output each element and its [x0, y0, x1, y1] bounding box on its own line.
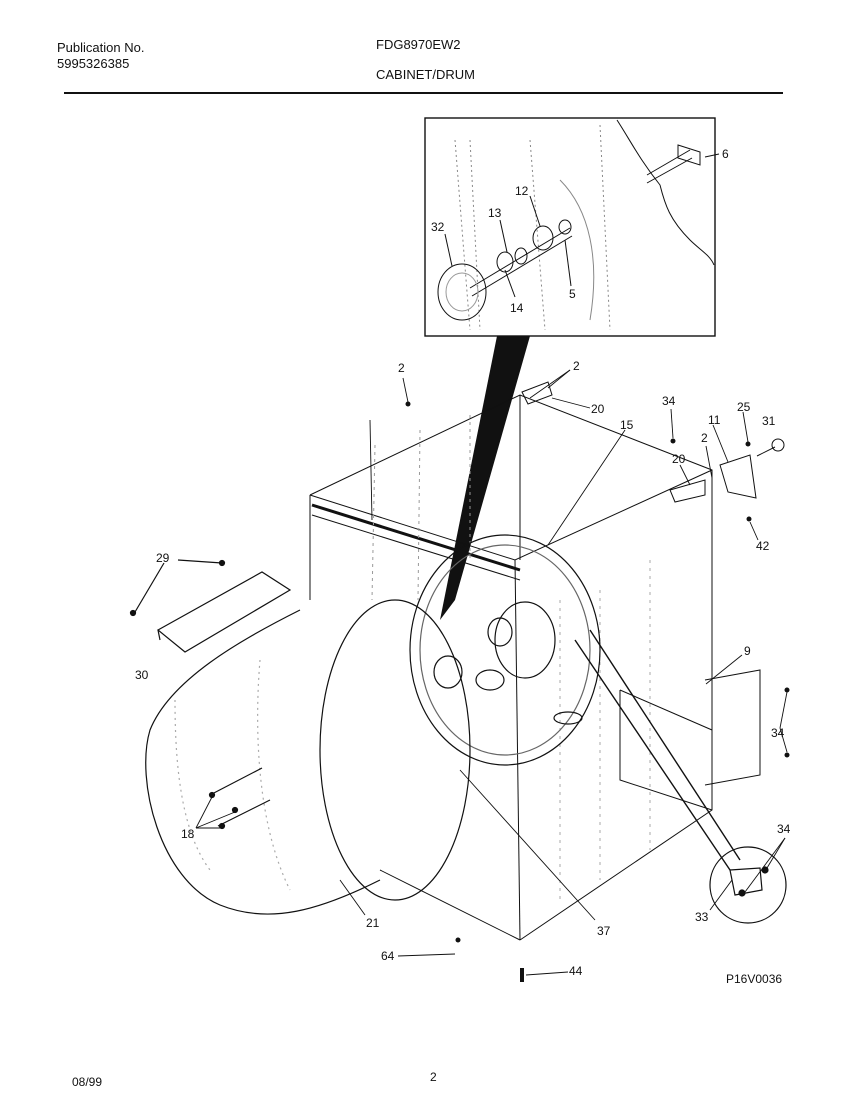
drum-outline-back	[145, 609, 381, 915]
callout-64: 64	[381, 949, 395, 963]
cabinet-front-corner	[514, 559, 521, 941]
callout-14: 14	[510, 301, 524, 315]
callout-12: 12	[515, 184, 529, 198]
callout-44: 44	[569, 964, 583, 978]
callout-11: 11	[708, 413, 721, 427]
part-31	[771, 438, 785, 452]
cabinet	[309, 394, 713, 941]
footer-date: 08/99	[72, 1075, 103, 1089]
callout-15: 15	[620, 418, 634, 432]
page-number: 2	[430, 1070, 437, 1084]
drum	[145, 599, 471, 915]
callout-42: 42	[756, 539, 770, 553]
callout-20-right: 20	[672, 452, 686, 466]
leader-lines	[195, 369, 788, 976]
callout-25: 25	[737, 400, 751, 414]
inset-frame	[424, 117, 716, 337]
side-panel	[521, 381, 785, 786]
callout-33: 33	[695, 910, 709, 924]
callout-2-top: 2	[573, 359, 580, 373]
callout-9: 9	[744, 644, 751, 658]
baffle	[129, 559, 292, 653]
inset-washer-13	[496, 251, 514, 273]
inset-drum-roller-32	[437, 263, 487, 321]
fasteners	[405, 401, 790, 982]
callout-37: 37	[597, 924, 611, 938]
publication-number: 5995326385	[57, 56, 130, 71]
bracket-11	[719, 454, 757, 499]
callout-2-right: 2	[701, 431, 708, 445]
inset-bearing-12	[532, 225, 554, 251]
pulley-detail-circle	[709, 846, 787, 924]
callout-labels: 6 12 13 32 14 5 2 2 20 34 25 11 31 15 2 …	[135, 147, 791, 986]
section-title: CABINET/DRUM	[376, 67, 475, 82]
callout-20-top: 20	[591, 402, 605, 416]
header-rule	[64, 92, 783, 94]
callout-6: 6	[722, 147, 729, 161]
inset-detail	[424, 117, 720, 337]
callout-34-top: 34	[662, 394, 676, 408]
callout-2-left: 2	[398, 361, 405, 375]
callout-5: 5	[569, 287, 576, 301]
drive-belt	[574, 629, 741, 871]
rear-bulkhead	[409, 534, 601, 766]
bulkhead-hub	[494, 601, 556, 679]
cabinet-outline	[309, 394, 713, 941]
bulkhead-ring	[409, 534, 601, 766]
callout-31: 31	[762, 414, 776, 428]
inset-bracket-6	[677, 144, 701, 166]
inset-pointer-beam	[440, 336, 530, 620]
diagram-code: P16V0036	[726, 972, 782, 986]
rear-roller	[487, 617, 513, 647]
bracket-20-top	[521, 381, 553, 405]
bracket-20	[669, 479, 706, 503]
callout-21: 21	[366, 916, 380, 930]
panel-9	[704, 669, 761, 786]
inset-panel-edge	[616, 119, 715, 266]
pulley-detail	[709, 846, 787, 924]
publication-label: Publication No.	[57, 40, 145, 55]
baffle-outline	[156, 571, 292, 653]
model-number: FDG8970EW2	[376, 37, 461, 52]
callout-18: 18	[181, 827, 195, 841]
drum-front-rim	[319, 599, 471, 901]
front-roller	[433, 655, 463, 689]
callout-34-pulley: 34	[777, 822, 791, 836]
callout-30: 30	[135, 668, 149, 682]
callout-34-right: 34	[771, 726, 785, 740]
callout-32: 32	[431, 220, 445, 234]
callout-13: 13	[488, 206, 502, 220]
callout-29: 29	[156, 551, 170, 565]
